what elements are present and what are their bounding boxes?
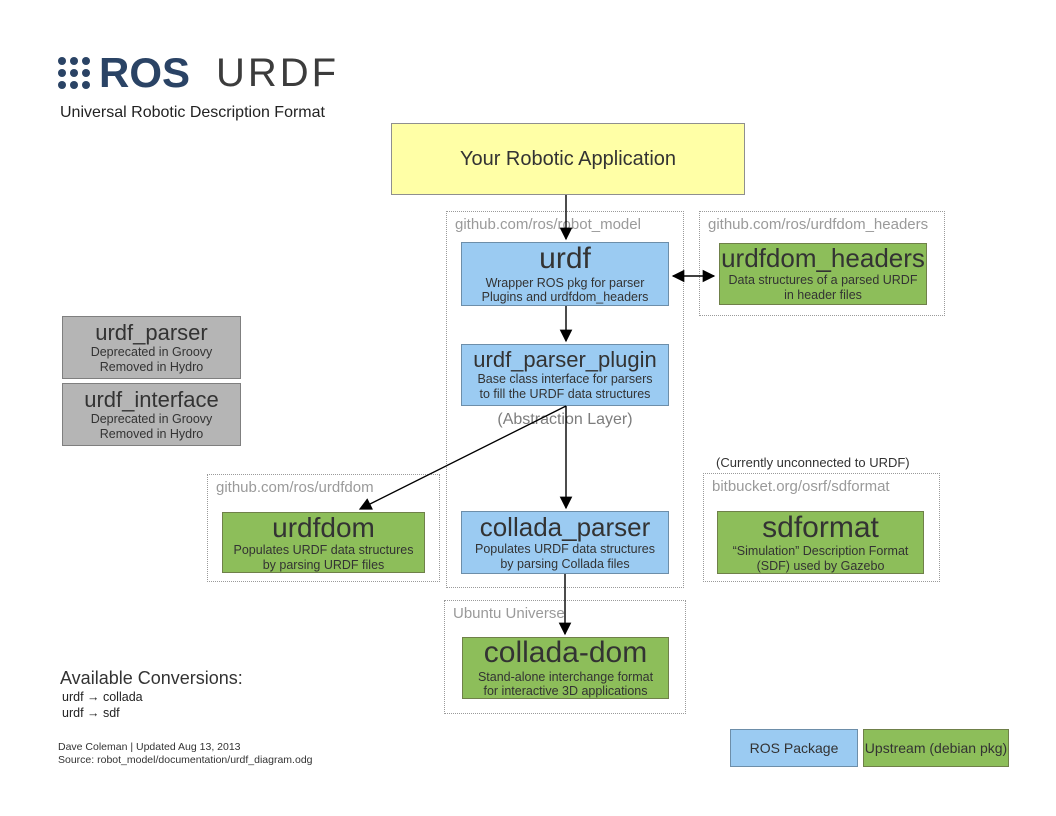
group-sdformat: bitbucket.org/osrf/sdformat bbox=[703, 473, 940, 582]
node-urdfdom-headers-title: urdfdom_headers bbox=[721, 243, 925, 274]
ros-logo: ROS URDF bbox=[58, 52, 339, 94]
node-urdf-interface-desc: Deprecated in Groovy Removed in Hydro bbox=[91, 412, 213, 442]
node-urdf-interface: urdf_interface Deprecated in Groovy Remo… bbox=[62, 383, 241, 446]
node-collada-dom: collada-dom Stand-alone interchange form… bbox=[462, 637, 669, 699]
desc-line: in header files bbox=[784, 288, 862, 303]
desc-line: Populates URDF data structures bbox=[475, 541, 655, 556]
group-sdformat-label: bitbucket.org/osrf/sdformat bbox=[712, 478, 890, 495]
node-collada-parser-title: collada_parser bbox=[479, 511, 651, 542]
node-collada-parser: collada_parser Populates URDF data struc… bbox=[461, 511, 669, 574]
group-ubuntu-universe-label: Ubuntu Universe bbox=[453, 605, 565, 622]
node-your-robotic-application: Your Robotic Application bbox=[391, 123, 745, 195]
desc-line: Plugins and urdfdom_headers bbox=[481, 290, 649, 305]
node-urdf-parser-plugin: urdf_parser_plugin Base class interface … bbox=[461, 344, 669, 406]
node-urdf-parser-desc: Deprecated in Groovy Removed in Hydro bbox=[91, 345, 213, 375]
page-subtitle: Universal Robotic Description Format bbox=[60, 104, 325, 121]
desc-line: Removed in Hydro bbox=[99, 359, 204, 374]
node-sdformat-desc: “Simulation” Description Format (SDF) us… bbox=[733, 544, 909, 574]
legend-upstream: Upstream (debian pkg) bbox=[863, 729, 1009, 767]
group-urdfdom-headers: github.com/ros/urdfdom_headers bbox=[699, 211, 945, 316]
conversion-item: urdf → sdf bbox=[62, 706, 120, 720]
legend-upstream-label: Upstream (debian pkg) bbox=[864, 740, 1008, 756]
desc-line: Stand-alone interchange format bbox=[477, 669, 654, 684]
desc-line: Deprecated in Groovy bbox=[90, 411, 213, 426]
legend-ros-package: ROS Package bbox=[730, 729, 858, 767]
ros-dots-icon bbox=[58, 57, 90, 89]
node-collada-dom-desc: Stand-alone interchange format for inter… bbox=[478, 670, 653, 700]
node-urdfdom: urdfdom Populates URDF data structures b… bbox=[222, 512, 425, 573]
node-urdfdom-headers: urdfdom_headers Data structures of a par… bbox=[719, 243, 927, 305]
sdformat-unconnected-note: (Currently unconnected to URDF) bbox=[716, 455, 910, 470]
ros-logo-text: ROS bbox=[99, 49, 191, 96]
node-urdf-parser: urdf_parser Deprecated in Groovy Removed… bbox=[62, 316, 241, 379]
available-conversions-heading: Available Conversions: bbox=[60, 668, 243, 688]
node-collada-parser-desc: Populates URDF data structures by parsin… bbox=[475, 542, 655, 572]
credit-author: Dave Coleman | Updated Aug 13, 2013 bbox=[58, 741, 241, 753]
legend-ros-package-label: ROS Package bbox=[749, 740, 839, 756]
group-robot-model-label: github.com/ros/robot_model bbox=[455, 216, 641, 233]
node-urdf-parser-plugin-title: urdf_parser_plugin bbox=[473, 347, 657, 373]
node-urdfdom-desc: Populates URDF data structures by parsin… bbox=[234, 543, 414, 573]
credit-source: Source: robot_model/documentation/urdf_d… bbox=[58, 754, 313, 766]
node-urdfdom-headers-desc: Data structures of a parsed URDF in head… bbox=[729, 273, 918, 303]
desc-line: Wrapper ROS pkg for parser bbox=[485, 275, 645, 290]
conversion-item: urdf → collada bbox=[62, 690, 143, 704]
node-collada-dom-title: collada-dom bbox=[483, 636, 648, 669]
desc-line: Deprecated in Groovy bbox=[90, 344, 213, 359]
desc-line: (SDF) used by Gazebo bbox=[756, 558, 885, 573]
abstraction-layer-note: (Abstraction Layer) bbox=[497, 411, 633, 428]
desc-line: by parsing Collada files bbox=[500, 556, 630, 571]
page-title: URDF bbox=[216, 51, 340, 95]
node-urdf-parser-title: urdf_parser bbox=[95, 319, 208, 345]
node-urdf-title: urdf bbox=[539, 242, 591, 275]
node-sdformat: sdformat “Simulation” Description Format… bbox=[717, 511, 924, 574]
node-urdf-parser-plugin-desc: Base class interface for parsers to fill… bbox=[477, 372, 652, 402]
node-urdf-interface-title: urdf_interface bbox=[84, 386, 219, 412]
desc-line: “Simulation” Description Format bbox=[732, 544, 909, 558]
desc-line: Populates URDF data structures bbox=[233, 542, 414, 557]
desc-line: Removed in Hydro bbox=[99, 426, 204, 441]
desc-line: Data structures of a parsed URDF bbox=[728, 273, 918, 288]
node-urdf: urdf Wrapper ROS pkg for parser Plugins … bbox=[461, 242, 669, 306]
desc-line: Base class interface for parsers bbox=[477, 372, 653, 387]
node-urdf-desc: Wrapper ROS pkg for parser Plugins and u… bbox=[482, 276, 649, 306]
app-box-label: Your Robotic Application bbox=[459, 147, 677, 170]
node-urdfdom-title: urdfdom bbox=[272, 511, 375, 543]
group-urdfdom: github.com/ros/urdfdom bbox=[207, 474, 440, 582]
node-sdformat-title: sdformat bbox=[762, 510, 879, 544]
group-urdfdom-label: github.com/ros/urdfdom bbox=[216, 479, 374, 496]
desc-line: to fill the URDF data structures bbox=[479, 387, 651, 402]
desc-line: for interactive 3D applications bbox=[483, 684, 648, 699]
desc-line: by parsing URDF files bbox=[262, 557, 385, 572]
group-urdfdom-headers-label: github.com/ros/urdfdom_headers bbox=[708, 216, 929, 233]
